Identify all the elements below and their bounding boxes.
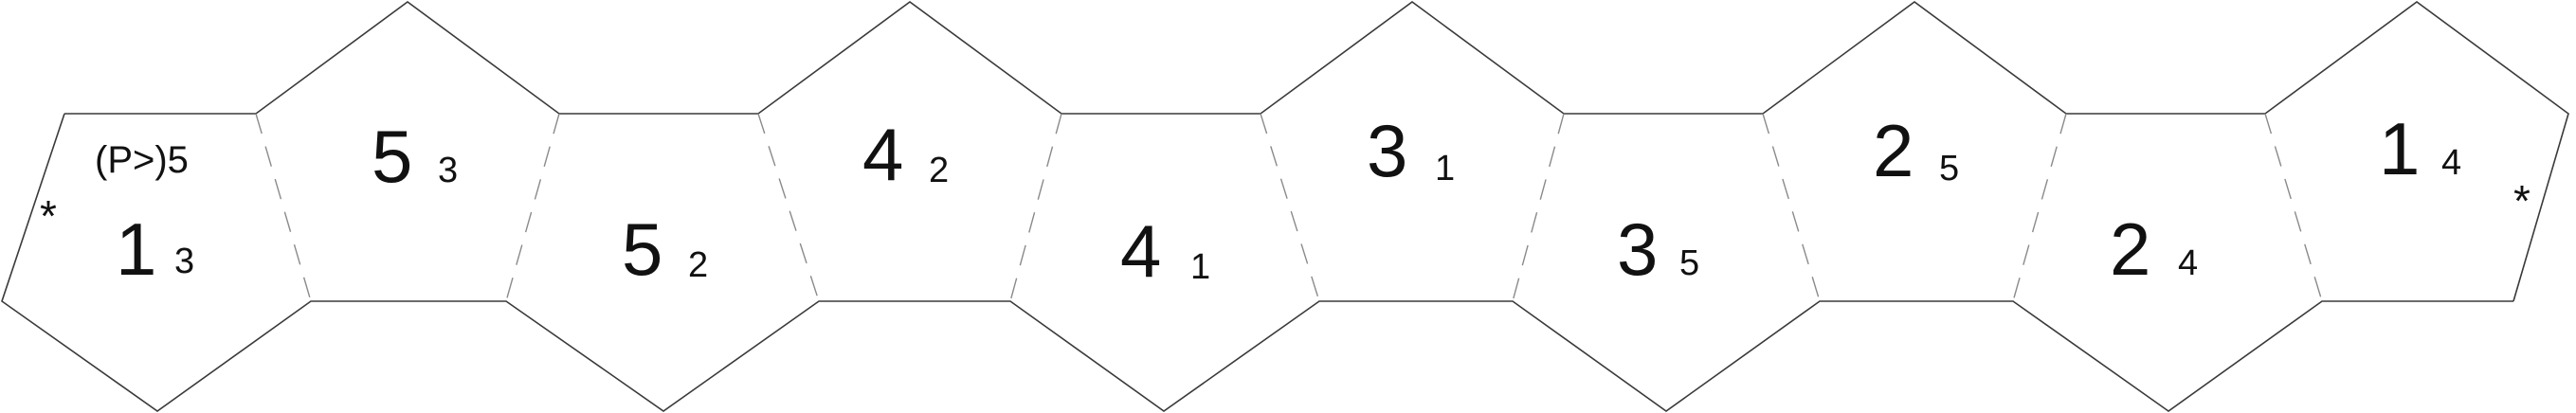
fold-line: [1009, 113, 1062, 302]
face-sub-number: 3: [438, 151, 458, 190]
face-sub-number: 4: [2178, 243, 2198, 283]
face-sub-number: 4: [2441, 143, 2461, 183]
face-sub-number: 5: [1939, 149, 1959, 189]
face-sub-number: 5: [1679, 243, 1699, 283]
annotation-label: (P>)5: [95, 139, 189, 181]
fold-line: [1260, 113, 1320, 302]
face-main-number: 4: [1120, 209, 1161, 293]
fold-line: [1512, 113, 1565, 302]
face-main-number: 5: [622, 207, 662, 291]
asterisk-marker-left: *: [40, 191, 57, 241]
fold-line: [2264, 113, 2323, 302]
asterisk-marker-right: *: [2513, 176, 2531, 225]
face-sub-number: 1: [1190, 247, 1210, 287]
face-1: 1 3: [116, 207, 194, 291]
fold-line: [2012, 113, 2067, 302]
face-sub-number: 2: [929, 151, 949, 190]
face-main-number: 1: [2379, 107, 2420, 190]
fold-line: [505, 113, 560, 302]
face-sub-number: 1: [1435, 149, 1455, 189]
outer-bottom-edge: [1, 113, 2513, 412]
face-3: 5 2: [622, 207, 708, 291]
face-6: 3 1: [1367, 109, 1455, 192]
face-2: 5 3: [372, 115, 458, 198]
face-main-number: 5: [372, 115, 412, 198]
face-7: 3 5: [1617, 207, 1699, 291]
face-5: 4 1: [1120, 209, 1210, 293]
face-4: 4 2: [862, 113, 949, 196]
face-sub-number: 2: [688, 245, 708, 285]
face-9: 2 4: [2110, 207, 2198, 291]
face-10: 1 4: [2379, 107, 2461, 190]
face-main-number: 3: [1367, 109, 1407, 192]
face-main-number: 4: [862, 113, 903, 196]
fold-lines: [255, 113, 2323, 302]
face-main-number: 2: [2110, 207, 2150, 291]
fold-line: [255, 113, 312, 302]
fold-line: [757, 113, 820, 302]
face-main-number: 2: [1873, 109, 1914, 192]
face-main-number: 1: [116, 207, 156, 291]
outer-top-edge: [64, 1, 2569, 302]
face-8: 2 5: [1873, 109, 1959, 192]
face-main-number: 3: [1617, 207, 1658, 291]
face-sub-number: 3: [174, 242, 194, 281]
fold-line: [1762, 113, 1821, 302]
